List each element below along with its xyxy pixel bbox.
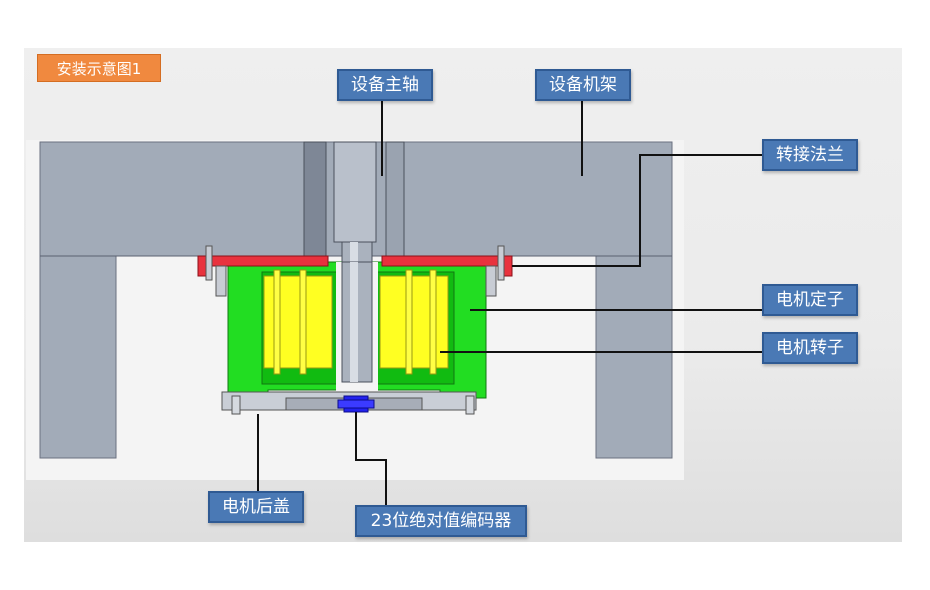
leader-lines [257,100,762,505]
leader-adapter-flange [512,154,762,267]
adapter-flange [197,245,513,297]
leader-encoder [355,412,387,505]
equipment-frame [39,141,673,459]
callout-adapter-flange: 转接法兰 [762,139,858,171]
motor-rotor-coils [263,269,449,375]
callout-frame: 设备机架 [535,69,631,101]
callout-encoder: 23位绝对值编码器 [355,505,527,537]
callout-spindle: 设备主轴 [337,69,433,101]
callout-rear-cover: 电机后盖 [208,491,304,523]
diagram-title-tag: 安装示意图1 [37,54,161,82]
callout-stator: 电机定子 [762,284,858,316]
callout-rotor: 电机转子 [762,332,858,364]
